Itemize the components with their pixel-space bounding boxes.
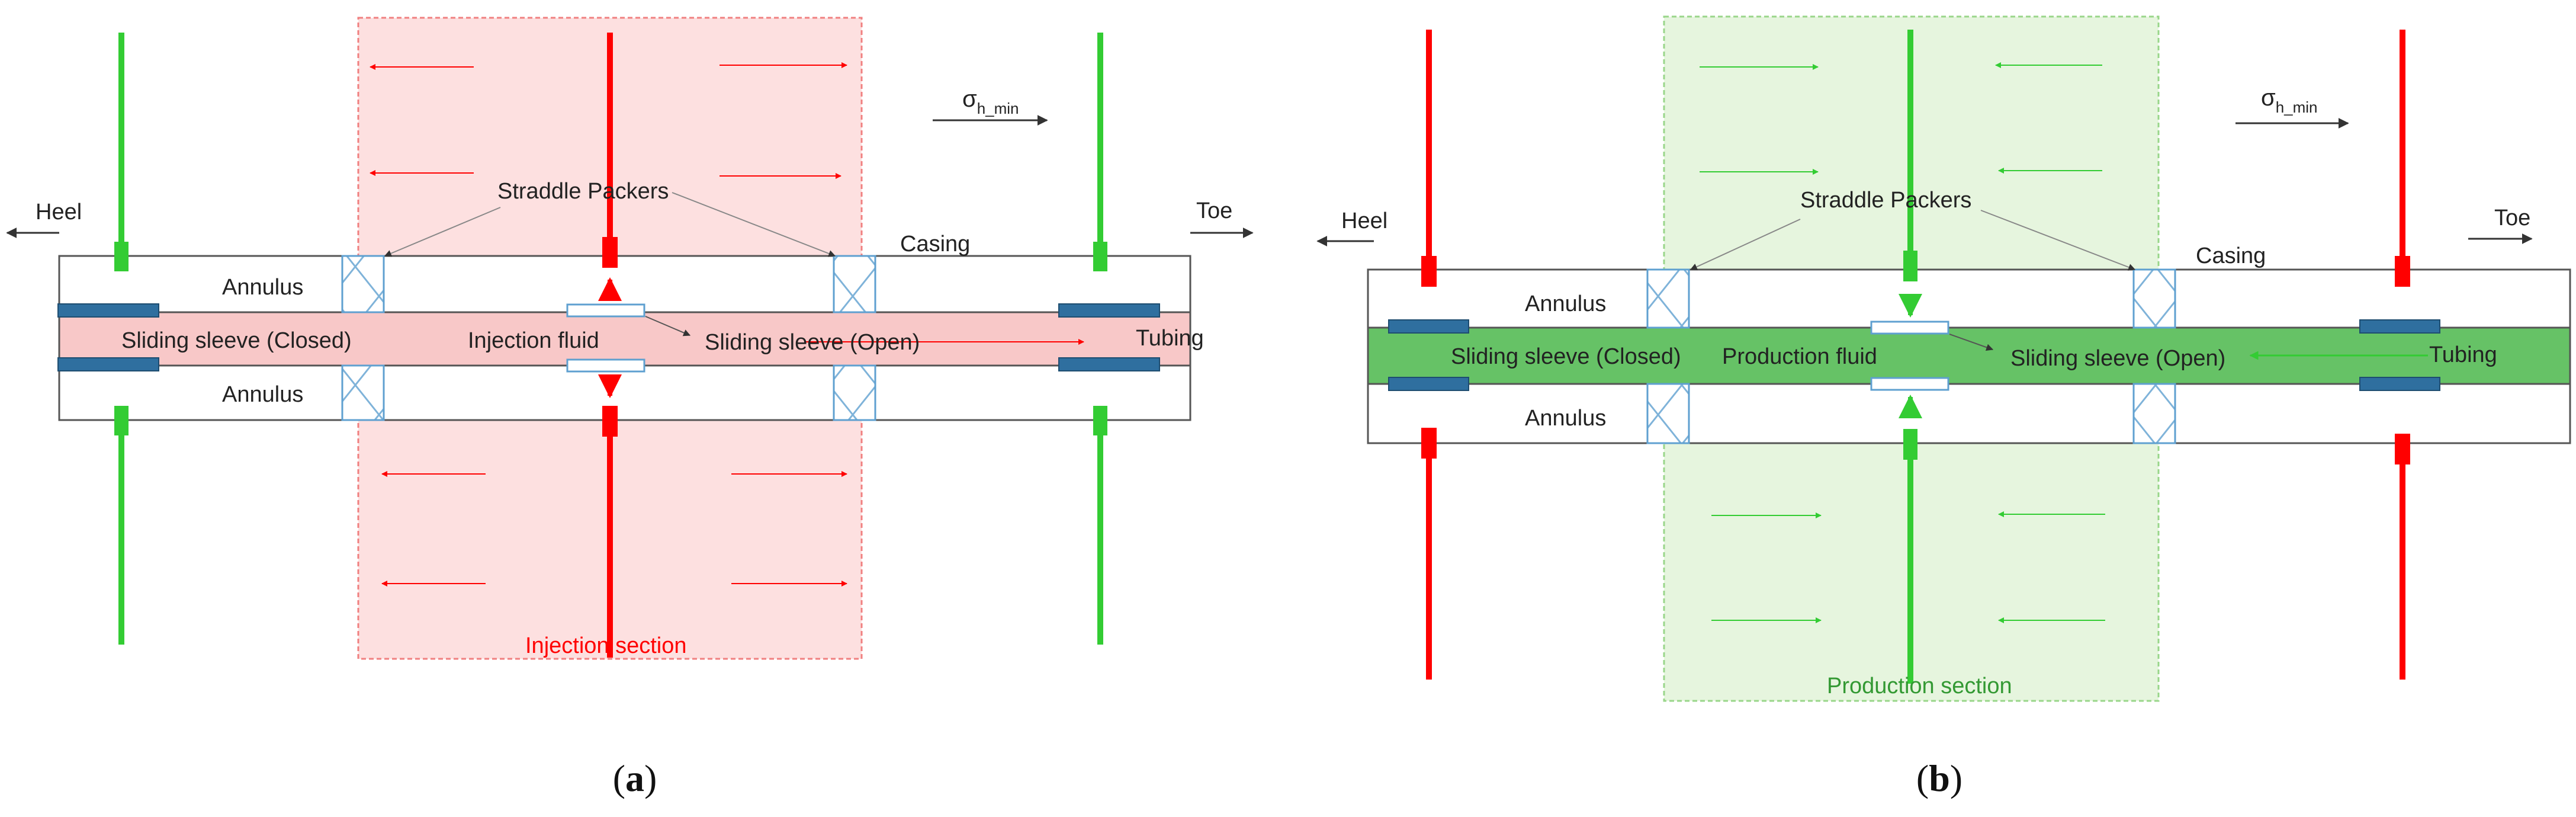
packers-leader-right [1980, 210, 2136, 271]
fracture-right-lower-stub [1093, 406, 1107, 435]
fracture-center-upper-stub [1903, 251, 1917, 281]
sleeve-closed-right-bottom [2359, 377, 2440, 391]
stress-subscript: h_min [977, 100, 1019, 117]
fluid-label: Production fluid [1722, 344, 1877, 369]
fracture-left-lower-stub [114, 406, 129, 435]
packer-upper-right [2132, 268, 2176, 329]
caption-letter-b: b [1929, 757, 1950, 799]
packer-lower-left [1646, 383, 1690, 444]
sleeve-closed-label: Sliding sleeve (Closed) [121, 328, 352, 353]
caption-letter-a: a [625, 757, 644, 799]
packer-upper-left [341, 255, 385, 313]
sleeve-closed-left-bottom [57, 357, 159, 371]
fracture-left-upper [1426, 30, 1432, 258]
sleeve-closed-label: Sliding sleeve (Closed) [1451, 344, 1681, 369]
fracture-left-upper-stub [114, 242, 129, 271]
packer-lower-left [341, 364, 385, 421]
fracture-right-lower [1097, 434, 1103, 645]
fracture-right-lower-stub [2395, 434, 2410, 464]
heel-label: Heel [36, 200, 82, 225]
caption-b: (b) [1916, 757, 1962, 799]
sleeve-closed-left-top [57, 303, 159, 318]
sleeve-closed-right-top [2359, 319, 2440, 334]
fracture-right-upper-stub [2395, 256, 2410, 287]
sleeve-open-leader [1949, 334, 1994, 351]
fracture-left-lower [1426, 457, 1432, 680]
fracture-center-lower [1907, 459, 1913, 684]
fracture-right-upper [1097, 33, 1103, 243]
sleeve-open-top [1870, 321, 1949, 335]
sleeve-closed-right-top [1058, 303, 1160, 318]
fracture-left-upper-stub [1421, 256, 1437, 287]
tubing-label: Tubing [2429, 342, 2497, 367]
straddle-packers-label: Straddle Packers [497, 179, 669, 204]
annulus-upper-label: Annulus [222, 275, 303, 300]
section-label: Injection section [525, 633, 687, 658]
fracture-right-upper [2400, 30, 2405, 258]
sleeve-open-top [566, 303, 645, 318]
packer-lower-right [833, 364, 876, 421]
panel-b: Heel Toe σh_min Straddle Packers Casing … [1316, 15, 2571, 799]
toe-label: Toe [1196, 198, 1232, 223]
fracture-left-upper [118, 33, 124, 243]
packers-leader-left [384, 207, 501, 257]
fracture-center-upper [1907, 30, 1913, 252]
annulus-upper-label: Annulus [1525, 291, 1606, 316]
fracture-right-upper-stub [1093, 242, 1107, 271]
packers-leader-right [672, 192, 836, 257]
sleeve-closed-left-top [1388, 319, 1469, 334]
fluid-label: Injection fluid [468, 328, 599, 353]
section-label: Production section [1827, 674, 2012, 699]
packers-leader-left [1690, 219, 1801, 270]
toe-label: Toe [2494, 206, 2530, 230]
sleeve-open-label: Sliding sleeve (Open) [2010, 346, 2225, 371]
tubing-label: Tubing [1136, 326, 1204, 351]
casing-label: Casing [2196, 244, 2266, 268]
sleeve-open-bottom [1870, 377, 1949, 391]
stress-label: σh_min [962, 86, 1019, 117]
casing-label: Casing [900, 232, 970, 257]
straddle-packers-label: Straddle Packers [1800, 188, 1971, 213]
sleeve-closed-right-bottom [1058, 357, 1160, 371]
sleeve-closed-left-bottom [1388, 377, 1469, 391]
annulus-lower-label: Annulus [222, 382, 303, 407]
annulus-lower-label: Annulus [1525, 406, 1606, 431]
fracture-center-lower-stub [602, 406, 618, 437]
packer-upper-left [1646, 268, 1690, 329]
packer-upper-right [833, 255, 876, 313]
fracture-left-lower-stub [1421, 428, 1437, 459]
stress-label: σh_min [2261, 85, 2318, 116]
sleeve-open-leader [645, 316, 691, 337]
heel-label: Heel [1341, 209, 1387, 233]
fracture-left-lower [118, 434, 124, 645]
stress-symbol: σ [2261, 85, 2276, 111]
fracture-center-upper-stub [602, 237, 618, 268]
caption-a: (a) [613, 757, 657, 799]
panel-a: Heel Toe σh_min Straddle Packers Casing … [6, 17, 1254, 799]
fracture-right-lower [2400, 463, 2405, 680]
fracture-center-lower-stub [1903, 429, 1917, 460]
fracture-center-lower [607, 435, 613, 658]
packer-lower-right [2132, 383, 2176, 444]
fracture-center-upper [607, 33, 613, 240]
sleeve-open-bottom [566, 358, 645, 373]
stress-subscript: h_min [2276, 98, 2318, 116]
stress-symbol: σ [962, 86, 977, 112]
sleeve-open-label: Sliding sleeve (Open) [705, 330, 920, 355]
